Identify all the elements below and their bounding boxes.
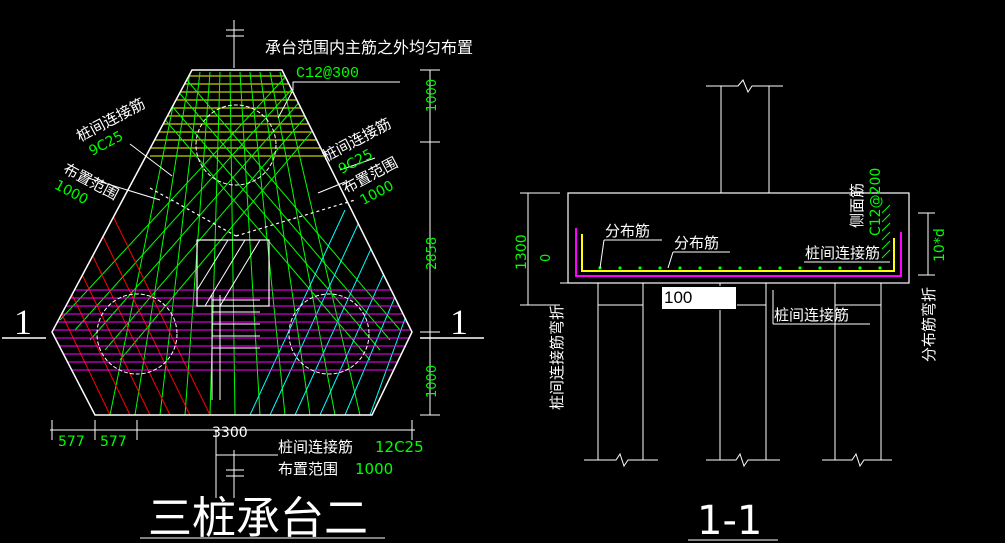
plan-title: 三桩承台二 [148,493,368,543]
section-mark-left: 1 [14,302,32,342]
section-leaders [520,192,935,325]
pile-right [288,293,370,375]
side-spec: C12@200 [868,168,884,236]
range-dividers [149,187,356,237]
dist-bend: 分布筋弯折 [920,287,938,362]
top-band-rebar [52,71,412,415]
leader-lines [87,81,400,456]
pile-tie-1: 桩间连接筋 [805,244,880,262]
section-column [706,79,783,193]
side-bar: 侧面筋 [848,183,866,228]
section-texts: 分布筋 分布筋 桩间连接筋 桩间连接筋 侧面筋 C12@200 10*d 130… [514,168,948,543]
section-view [520,79,935,468]
dim-h-3: 3300 [212,425,248,441]
tie-bend: 桩间连接筋弯折 [548,305,566,410]
note-top-spec: C12@300 [296,65,359,82]
dim-zero: 0 [539,254,554,262]
section-title: 1-1 [697,498,762,543]
cap-outline [51,69,413,416]
column-hatch [196,239,261,307]
section-rebar [575,204,902,277]
note-top: 承台范围内主筋之外均匀布置 [265,38,473,57]
section-mark-right: 1 [450,302,468,342]
pile-left [96,293,178,375]
bottom-label: 桩间连接筋 [278,438,353,456]
column-outline [196,239,270,307]
pile-top [195,104,277,186]
dimension-lines [50,69,440,440]
dim-h-2: 577 [100,434,127,450]
dist-bar-1: 分布筋 [605,222,650,240]
bottom-range-label: 布置范围 [278,460,338,478]
dist-bar-2: 分布筋 [674,234,719,252]
section-piles [584,282,892,468]
dim-v-1: 1000 [425,79,440,112]
bend-note: 10*d [932,228,948,262]
dim-h-1: 577 [58,434,85,450]
dim-height: 1300 [514,234,530,270]
bottom-spec: 12C25 [375,438,424,456]
bottom-range-value: 1000 [355,460,393,478]
pile-cap-plan [2,20,484,498]
dim-v-2: 2858 [425,237,440,270]
pile-tie-2: 桩间连接筋 [774,306,849,324]
dim-v-3: 1000 [425,365,440,398]
dimension-edit-input[interactable]: 100 [661,286,737,310]
